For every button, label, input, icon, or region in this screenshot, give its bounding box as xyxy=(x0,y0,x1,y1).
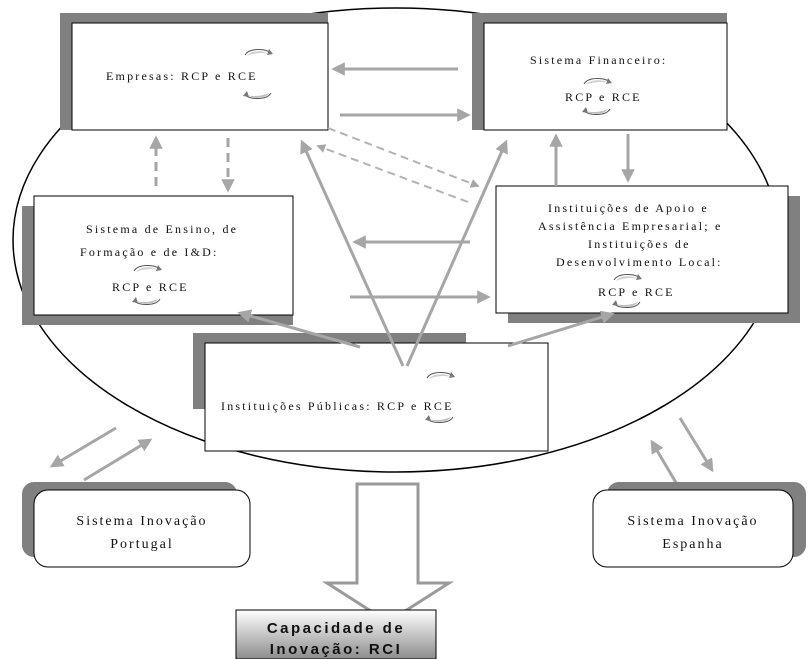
node-financeiro-line1: Sistema Financeiro: xyxy=(530,53,667,67)
node-sistema-inovacao-espanha: Sistema Inovação Espanha xyxy=(592,482,806,568)
node-sistema-inovacao-portugal: Sistema Inovação Portugal xyxy=(22,482,251,568)
node-apoio-line3: Instituições de xyxy=(588,237,691,251)
arrow-publicas-to-ensino xyxy=(237,309,361,349)
node-instituicoes-apoio: Instituições de Apoio e Assistência Empr… xyxy=(495,185,800,323)
arrow-system-to-portugal xyxy=(49,426,117,468)
arrow-empresas-to-apoio xyxy=(327,127,480,188)
node-espanha-line2: Espanha xyxy=(662,537,723,552)
node-ensino-line1: Sistema de Ensino, de xyxy=(86,222,238,236)
node-empresas: Empresas: RCP e RCE xyxy=(60,13,329,131)
node-sistema-ensino: Sistema de Ensino, de Formação e de I&D:… xyxy=(22,195,294,325)
node-publicas-label: Instituições Públicas: RCP e RCE xyxy=(221,399,454,413)
node-financeiro-line2: RCP e RCE xyxy=(565,90,642,104)
node-ensino-line2: Formação e de I&D: xyxy=(80,245,219,259)
node-ensino-line3: RCP e RCE xyxy=(112,280,189,294)
node-sistema-financeiro: Sistema Financeiro: RCP e RCE xyxy=(472,13,728,131)
node-espanha-line1: Sistema Inovação xyxy=(627,514,758,529)
arrow-espanha-to-system xyxy=(650,439,680,487)
node-apoio-line1: Instituições de Apoio e xyxy=(548,201,709,215)
arrow-publicas-to-apoio xyxy=(507,310,615,348)
arrow-publicas-to-financeiro xyxy=(405,139,508,367)
node-apoio-line4: Desenvolvimento Local: xyxy=(556,255,723,269)
node-portugal-line2: Portugal xyxy=(110,537,173,552)
node-apoio-line5: RCP e RCE xyxy=(598,285,675,299)
node-capacidade-inovacao: Capacidade de Inovação: RCI xyxy=(235,609,437,659)
node-apoio-line2: Assistência Empresarial; e xyxy=(538,219,723,233)
node-portugal-line1: Sistema Inovação xyxy=(76,514,207,529)
node-empresas-label: Empresas: RCP e RCE xyxy=(106,69,258,83)
node-capacidade-line1: Capacidade de xyxy=(267,620,405,637)
arrow-apoio-to-empresas xyxy=(316,144,469,203)
arrow-portugal-to-system xyxy=(83,438,153,482)
block-arrow-to-capacidade xyxy=(321,482,455,624)
arrow-system-to-espanha xyxy=(678,417,714,473)
node-capacidade-line2: Inovação: RCI xyxy=(270,641,403,658)
arrow-publicas-to-empresas xyxy=(300,139,405,367)
node-instituicoes-publicas: Instituições Públicas: RCP e RCE xyxy=(193,333,549,452)
